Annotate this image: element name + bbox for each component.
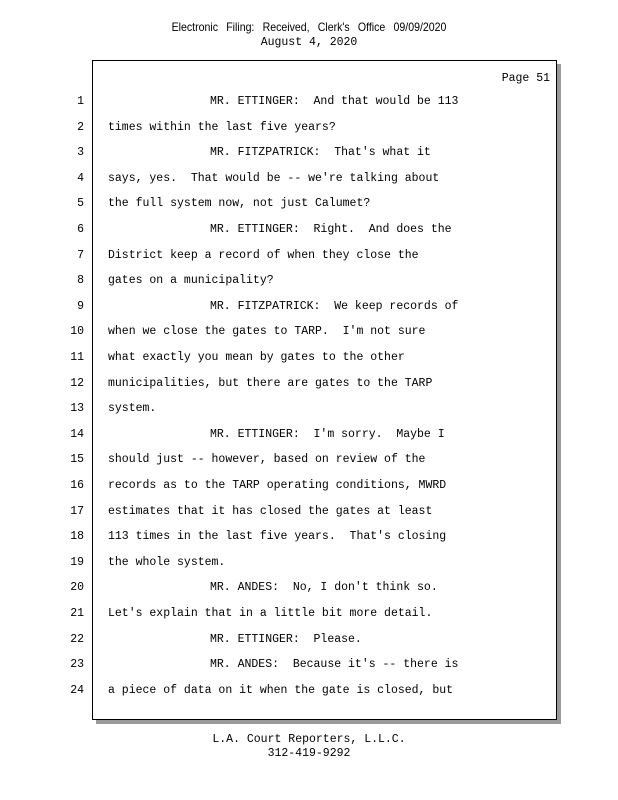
line-text: MR. FITZPATRICK: We keep records of (210, 299, 459, 313)
transcript-line: 15 should just -- however, based on revie… (0, 453, 618, 469)
transcript-line: 24 a piece of data on it when the gate is… (0, 684, 618, 700)
transcript-line: 14 MR. ETTINGER: I'm sorry. Maybe I (0, 428, 618, 444)
line-number: 17 (70, 504, 84, 518)
line-text: a piece of data on it when the gate is c… (108, 683, 454, 697)
line-text: says, yes. That would be -- we're talkin… (108, 171, 440, 185)
line-number: 8 (77, 274, 84, 288)
transcript-line: 16 records as to the TARP operating condi… (0, 479, 618, 495)
transcript-line: 21 Let's explain that in a little bit mor… (0, 607, 618, 623)
line-number: 16 (70, 479, 84, 492)
line-text: records as to the TARP operating conditi… (108, 479, 447, 492)
transcript-line: 20 MR. ANDES: No, I don't think so. (0, 581, 618, 597)
line-text: should just -- however, based on review … (108, 453, 426, 467)
line-number: 12 (70, 376, 84, 390)
line-number: 1 (77, 95, 84, 108)
transcript-line: 3 MR. FITZPATRICK: That's what it (0, 146, 618, 162)
transcript-line: 11 what exactly you mean by gates to the … (0, 351, 618, 367)
transcript-page: Page 51 (92, 60, 557, 720)
line-number: 5 (77, 197, 84, 211)
filing-stamp: Electronic Filing: Received, Clerk's Off… (171, 20, 447, 34)
line-number: 6 (77, 223, 84, 236)
line-text: MR. ETTINGER: I'm sorry. Maybe I (210, 427, 445, 441)
line-number: 13 (70, 402, 84, 416)
line-number: 20 (70, 581, 84, 595)
line-number: 9 (77, 299, 84, 313)
transcript-line: 12 municipalities, but there are gates to… (0, 377, 618, 393)
line-text: Let's explain that in a little bit more … (108, 607, 433, 620)
line-number: 19 (70, 555, 84, 569)
line-text: estimates that it has closed the gates a… (108, 504, 433, 518)
transcript-line: 7 District keep a record of when they clo… (0, 249, 618, 265)
transcript-line: 9 MR. FITZPATRICK: We keep records of (0, 300, 618, 316)
line-text: gates on a municipality? (108, 274, 274, 288)
line-text: MR. ETTINGER: Please. (210, 632, 362, 646)
line-text: District keep a record of when they clos… (108, 248, 419, 262)
line-text: the full system now, not just Calumet? (108, 197, 371, 211)
transcript-line: 18 113 times in the last five years. That… (0, 530, 618, 546)
line-number: 24 (70, 683, 84, 697)
transcript-line: 22 MR. ETTINGER: Please. (0, 633, 618, 649)
line-text: the whole system. (108, 555, 226, 569)
footer-company: L.A. Court Reporters, L.L.C. (212, 733, 406, 746)
line-text: when we close the gates to TARP. I'm not… (108, 325, 426, 339)
line-number: 4 (77, 171, 84, 185)
line-text: what exactly you mean by gates to the ot… (108, 351, 405, 364)
transcript-line: 5 the full system now, not just Calumet? (0, 197, 618, 213)
footer-phone: 312-419-9292 (267, 747, 351, 760)
transcript-line: 4 says, yes. That would be -- we're talki… (0, 172, 618, 188)
line-number: 15 (70, 453, 84, 467)
line-text: 113 times in the last five years. That's… (108, 530, 447, 544)
transcript-line: 17 estimates that it has closed the gates… (0, 505, 618, 521)
transcript-line: 10 when we close the gates to TARP. I'm n… (0, 325, 618, 341)
transcript-line: 23 MR. ANDES: Because it's -- there is (0, 658, 618, 674)
line-text: MR. ANDES: No, I don't think so. (210, 581, 438, 595)
line-number: 22 (70, 632, 84, 646)
line-text: MR. FITZPATRICK: That's what it (210, 146, 431, 160)
line-number: 7 (77, 248, 84, 262)
transcript-line: 6 MR. ETTINGER: Right. And does the (0, 223, 618, 239)
line-text: system. (108, 402, 157, 416)
transcript-line: 8 gates on a municipality? (0, 274, 618, 290)
transcript-line: 13 system. (0, 402, 618, 418)
line-number: 21 (70, 607, 84, 620)
line-text: times within the last five years? (108, 120, 336, 134)
transcript-date: August 4, 2020 (260, 36, 358, 49)
line-number: 3 (77, 146, 84, 160)
line-text: MR. ETTINGER: And that would be 113 (210, 95, 459, 108)
line-number: 14 (70, 427, 84, 441)
line-number: 23 (70, 658, 84, 672)
line-number: 11 (70, 351, 84, 364)
line-text: municipalities, but there are gates to t… (108, 376, 433, 390)
line-number: 10 (70, 325, 84, 339)
transcript-line: 1 MR. ETTINGER: And that would be 113 (0, 95, 618, 111)
transcript-line: 19 the whole system. (0, 556, 618, 572)
transcript-line: 2 times within the last five years? (0, 121, 618, 137)
line-number: 18 (70, 530, 84, 544)
line-text: MR. ANDES: Because it's -- there is (210, 658, 459, 672)
line-text: MR. ETTINGER: Right. And does the (210, 223, 452, 236)
page-number: Page 51 (501, 72, 550, 85)
line-number: 2 (77, 120, 84, 134)
